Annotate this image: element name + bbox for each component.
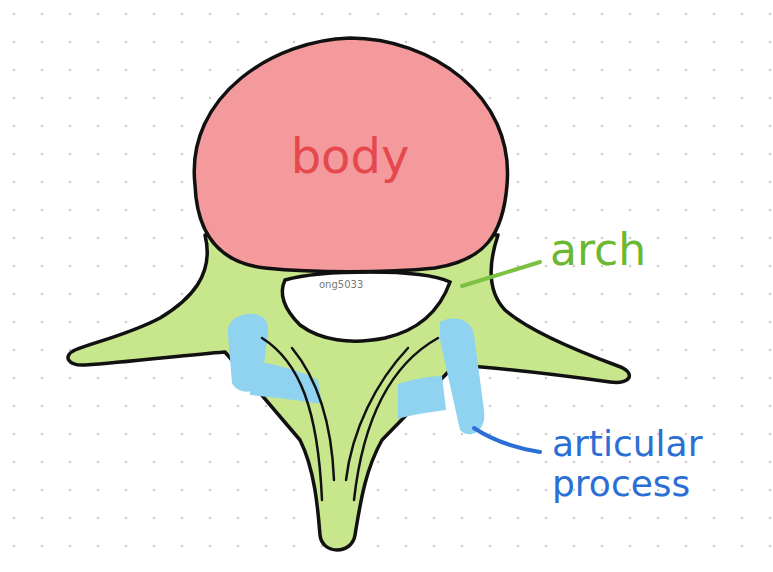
part-label: articular process: [552, 424, 757, 503]
spinous-process-lines: [262, 338, 438, 500]
articular-process-shape: [228, 314, 268, 392]
contour-line: [346, 348, 408, 480]
part-name: body: [291, 128, 410, 184]
vertebral-foramen: [282, 272, 450, 341]
vertebral-arch: [68, 235, 629, 550]
articular-process-shape: [398, 376, 446, 419]
body-shape: [194, 38, 507, 272]
part-label: arch: [550, 226, 730, 274]
contour-line: [292, 348, 334, 480]
articular-process-shape: [440, 318, 484, 434]
contour-line: [262, 338, 322, 500]
arch-leader-line: [462, 262, 540, 286]
vertebral-body: body: [185, 35, 515, 277]
articular-leader-line: [474, 428, 540, 452]
watermark: ong5033: [319, 279, 389, 290]
